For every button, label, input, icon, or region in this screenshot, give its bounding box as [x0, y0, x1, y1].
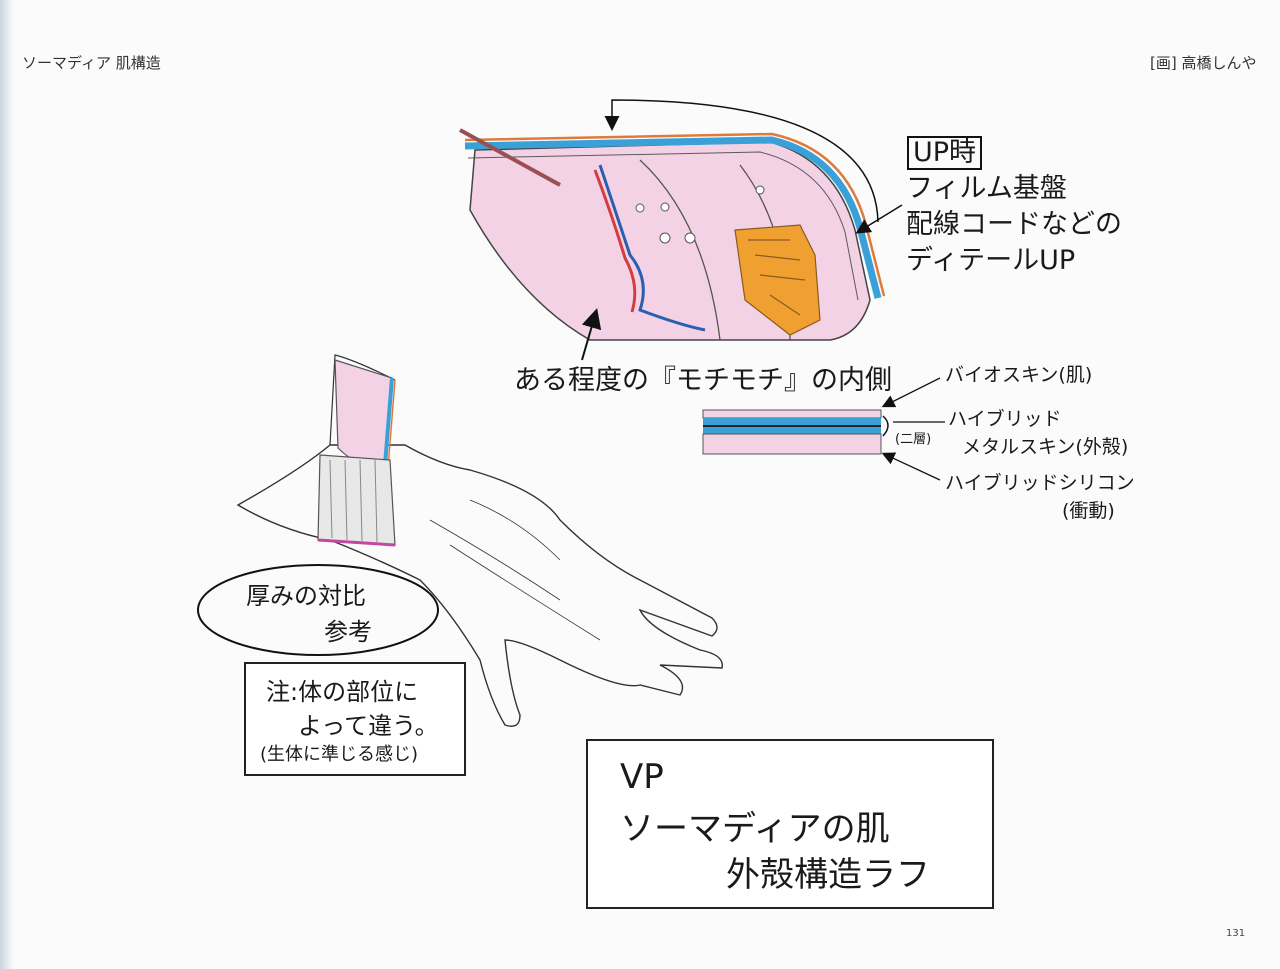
callout-line-3: ディテールUP: [906, 245, 1076, 276]
title-line-3: 外殻構造ラフ: [726, 855, 930, 895]
thickness-note-ellipse: [197, 564, 439, 656]
inner-arrow: [581, 308, 602, 361]
caution-note-line-3: (生体に準じる感じ): [260, 744, 419, 765]
thickness-note-line-1: 厚みの対比: [246, 582, 366, 610]
page-number: 131: [1226, 928, 1246, 939]
hand-sketch: [236, 354, 724, 727]
thickness-note-line-2: 参考: [324, 618, 372, 646]
title-line-1: VP: [620, 757, 664, 797]
hybrid-metal-label-1: ハイブリッド: [948, 408, 1062, 430]
wrist-skin-flap: [317, 359, 396, 547]
book-gutter: [0, 0, 14, 969]
artist-credit: [画] 高橋しんや: [1150, 54, 1257, 72]
two-layer-label: (二層): [895, 432, 932, 447]
upper-callout-tag: UP時: [907, 136, 983, 170]
page-header-title: ソーマディア 肌構造: [22, 54, 161, 72]
hybrid-metal-label-2: メタルスキン(外殻): [962, 436, 1129, 458]
caution-note-line-1: 注:体の部位に: [266, 678, 419, 706]
caution-note-line-2: よって違う。: [298, 712, 439, 740]
hybrid-silicon-label-1: ハイブリッドシリコン: [945, 472, 1135, 494]
inner-side-label: ある程度の『モチモチ』の内側: [514, 365, 892, 396]
title-box: VP ソーマディアの肌 外殻構造ラフ: [586, 739, 994, 909]
caution-note-box: 注:体の部位に よって違う。 (生体に準じる感じ): [244, 662, 466, 776]
hybrid-silicon-label-2: (衝動): [1062, 500, 1115, 522]
callout-arrow-top: [604, 99, 879, 223]
callout-arrow-side: [855, 204, 903, 234]
callout-line-2: 配線コードなどの: [906, 209, 1122, 240]
callout-line-1: フィルム基盤: [906, 173, 1067, 204]
bio-skin-label: バイオスキン(肌): [945, 364, 1093, 386]
title-line-2: ソーマディアの肌: [620, 809, 890, 849]
layer-cross-section: [702, 377, 945, 481]
skin-panel-closeup: [459, 128, 886, 341]
